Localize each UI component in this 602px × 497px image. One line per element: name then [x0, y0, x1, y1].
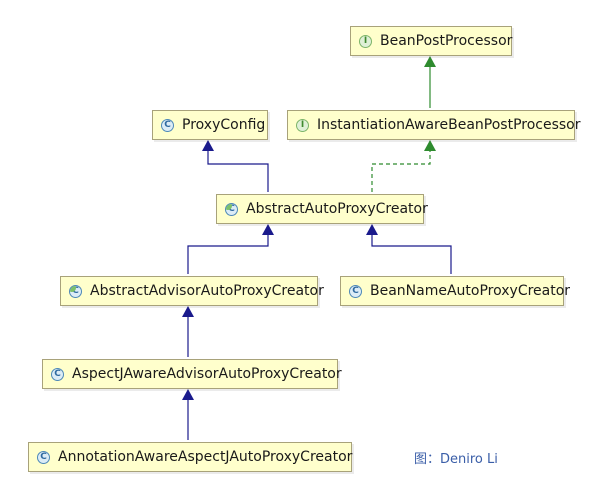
node-abstract-advisor-auto-proxy-creator[interactable]: C AbstractAdvisorAutoProxyCreator [60, 276, 324, 306]
image-credit-caption: 图：Deniro Li [414, 452, 498, 467]
interface-icon: I [296, 118, 309, 132]
node-proxy-config[interactable]: C ProxyConfig [152, 110, 268, 140]
abstract-class-icon: C [69, 284, 82, 298]
class-icon: C [349, 284, 362, 298]
arrowhead [202, 140, 214, 151]
node-bean-name-auto-proxy-creator[interactable]: C BeanNameAutoProxyCreator [340, 276, 570, 306]
abstract-class-icon: C [225, 202, 238, 216]
node-label: ProxyConfig [182, 117, 266, 133]
node-instantiation-aware-bean-post-processor[interactable]: I InstantiationAwareBeanPostProcessor [287, 110, 581, 140]
edge-aapc-to-iabpp [371, 140, 436, 192]
arrowhead [262, 224, 274, 235]
edge-bnapc-to-aapc [366, 224, 452, 274]
node-label: BeanPostProcessor [380, 33, 513, 49]
interface-icon: I [359, 34, 372, 48]
node-label: AbstractAutoProxyCreator [246, 201, 428, 217]
arrowhead [424, 140, 436, 151]
edge-aaapc-to-aapc [187, 224, 274, 274]
edge-iabpp-to-bpp [424, 56, 436, 108]
arrowhead [424, 56, 436, 67]
edge-ajaapc-to-aaapc [182, 306, 194, 357]
class-icon: C [37, 450, 50, 464]
class-icon: C [51, 367, 64, 381]
node-annotation-aware-aspectj-auto-proxy-creator[interactable]: C AnnotationAwareAspectJAutoProxyCreator [28, 442, 352, 472]
node-label: AbstractAdvisorAutoProxyCreator [90, 283, 324, 299]
edge-aapc-to-proxyconfig [202, 140, 269, 192]
class-icon: C [161, 118, 174, 132]
node-abstract-auto-proxy-creator[interactable]: C AbstractAutoProxyCreator [216, 194, 428, 224]
node-aspectj-aware-advisor-auto-proxy-creator[interactable]: C AspectJAwareAdvisorAutoProxyCreator [42, 359, 342, 389]
arrowhead [366, 224, 378, 235]
node-label: AnnotationAwareAspectJAutoProxyCreator [58, 449, 353, 465]
node-label: BeanNameAutoProxyCreator [370, 283, 571, 299]
edge-aaajapc-to-ajaapc [182, 389, 194, 440]
node-label: AspectJAwareAdvisorAutoProxyCreator [72, 366, 342, 382]
node-label: InstantiationAwareBeanPostProcessor [317, 117, 581, 133]
arrowhead [182, 306, 194, 317]
node-bean-post-processor[interactable]: I BeanPostProcessor [350, 26, 512, 56]
arrowhead [182, 389, 194, 400]
